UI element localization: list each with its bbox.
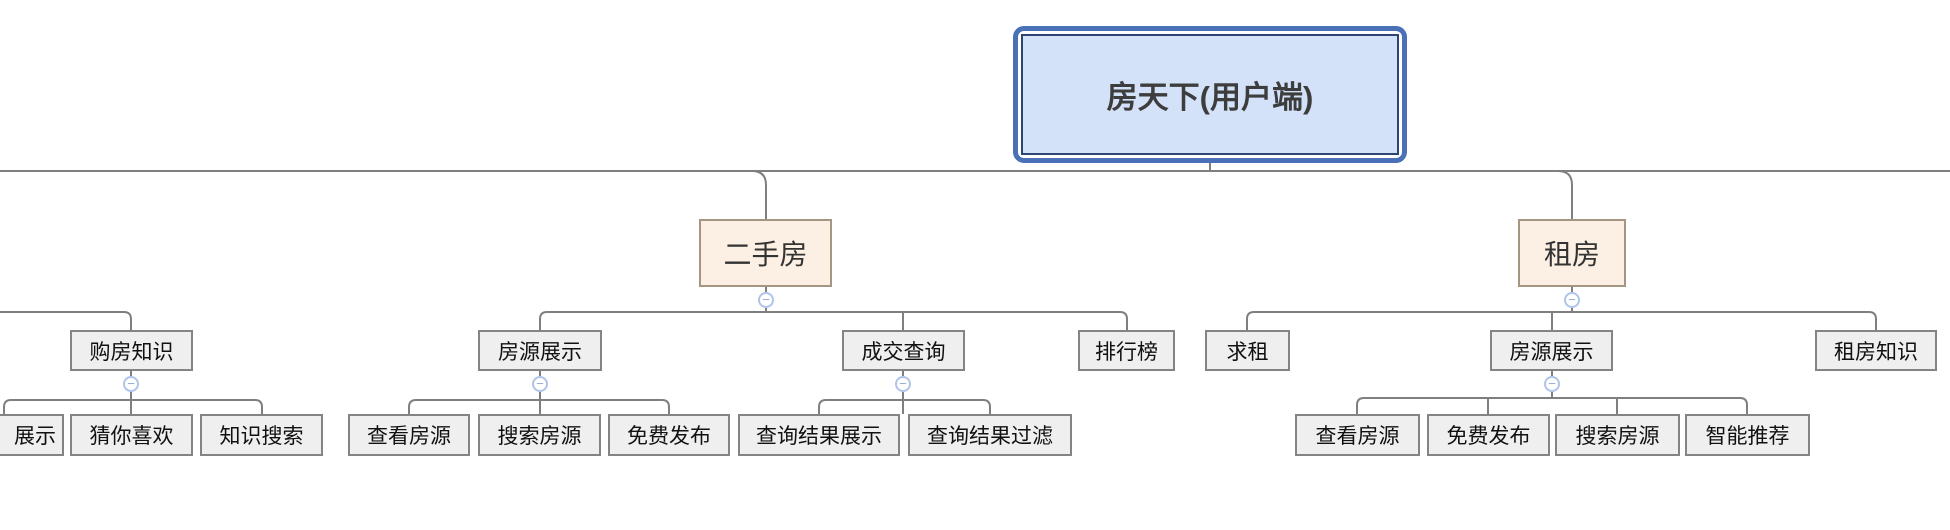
connector-left-rail xyxy=(0,311,132,330)
connector-ershoufang-rail xyxy=(539,311,1128,330)
minus-icon: − xyxy=(127,375,135,391)
node-sousuo-fangyuan-zufang[interactable]: 搜索房源 xyxy=(1555,414,1680,456)
node-goufang-zhishi[interactable]: 购房知识 xyxy=(70,330,193,371)
node-zufang[interactable]: 租房 xyxy=(1518,219,1626,287)
node-mianfei-fabu-ershou[interactable]: 免费发布 xyxy=(608,414,730,456)
node-chakan-fangyuan-zufang[interactable]: 查看房源 xyxy=(1295,414,1420,456)
collapse-button-goufang-zhishi[interactable]: − xyxy=(123,376,139,392)
node-fangtianxia-root-label: 房天下(用户端) xyxy=(1021,34,1399,155)
connector-goufangzhishi-rail xyxy=(3,399,263,414)
node-ershoufang[interactable]: 二手房 xyxy=(699,219,832,287)
connector-fangyuanzhanshi-ershou-rail xyxy=(408,399,670,414)
collapse-button-fangyuan-zhanshi-ershou[interactable]: − xyxy=(532,376,548,392)
node-zhishi-sousuo[interactable]: 知识搜索 xyxy=(200,414,323,456)
node-qiuzu[interactable]: 求租 xyxy=(1205,330,1290,371)
connector-fangyuanzhanshi-zufang-rail xyxy=(1356,397,1748,414)
connector-zufang-rail xyxy=(1246,311,1877,330)
node-sousuo-fangyuan-ershou[interactable]: 搜索房源 xyxy=(478,414,601,456)
minus-icon: − xyxy=(1548,375,1556,391)
node-zufang-zhishi[interactable]: 租房知识 xyxy=(1815,330,1937,371)
connector-chengjiaochaxun-rail xyxy=(818,399,991,414)
node-zhanshi-partial[interactable]: 展示 xyxy=(0,414,64,456)
collapse-button-fangyuan-zhanshi-zufang[interactable]: − xyxy=(1544,376,1560,392)
node-paihangbang[interactable]: 排行榜 xyxy=(1078,330,1175,371)
minus-icon: − xyxy=(536,375,544,391)
minus-icon: − xyxy=(762,291,770,307)
node-chaxun-jieguo-guolv[interactable]: 查询结果过滤 xyxy=(908,414,1072,456)
node-chaxun-jieguo-zhanshi[interactable]: 查询结果展示 xyxy=(738,414,900,456)
connector-drops-fangyuanzhanshi-zufang-children xyxy=(1487,398,1618,414)
node-mianfei-fabu-zufang[interactable]: 免费发布 xyxy=(1427,414,1550,456)
node-chengjiao-chaxun[interactable]: 成交查询 xyxy=(842,330,965,371)
node-fangyuan-zhanshi-zufang[interactable]: 房源展示 xyxy=(1490,330,1613,371)
collapse-button-ershoufang[interactable]: − xyxy=(758,292,774,308)
minus-icon: − xyxy=(899,375,907,391)
node-fangyuan-zhanshi-ershou[interactable]: 房源展示 xyxy=(478,330,602,371)
collapse-button-chengjiao-chaxun[interactable]: − xyxy=(895,376,911,392)
node-chakan-fangyuan-ershou[interactable]: 查看房源 xyxy=(348,414,470,456)
connector-drop-zufang xyxy=(1557,170,1573,219)
connector-drop-ershoufang xyxy=(751,170,767,219)
collapse-button-zufang[interactable]: − xyxy=(1564,292,1580,308)
node-zhineng-tuijian[interactable]: 智能推荐 xyxy=(1685,414,1810,456)
node-fangtianxia-root[interactable]: 房天下(用户端) xyxy=(1013,26,1407,163)
minus-icon: − xyxy=(1568,291,1576,307)
node-cai-ni-xihuan[interactable]: 猜你喜欢 xyxy=(70,414,193,456)
